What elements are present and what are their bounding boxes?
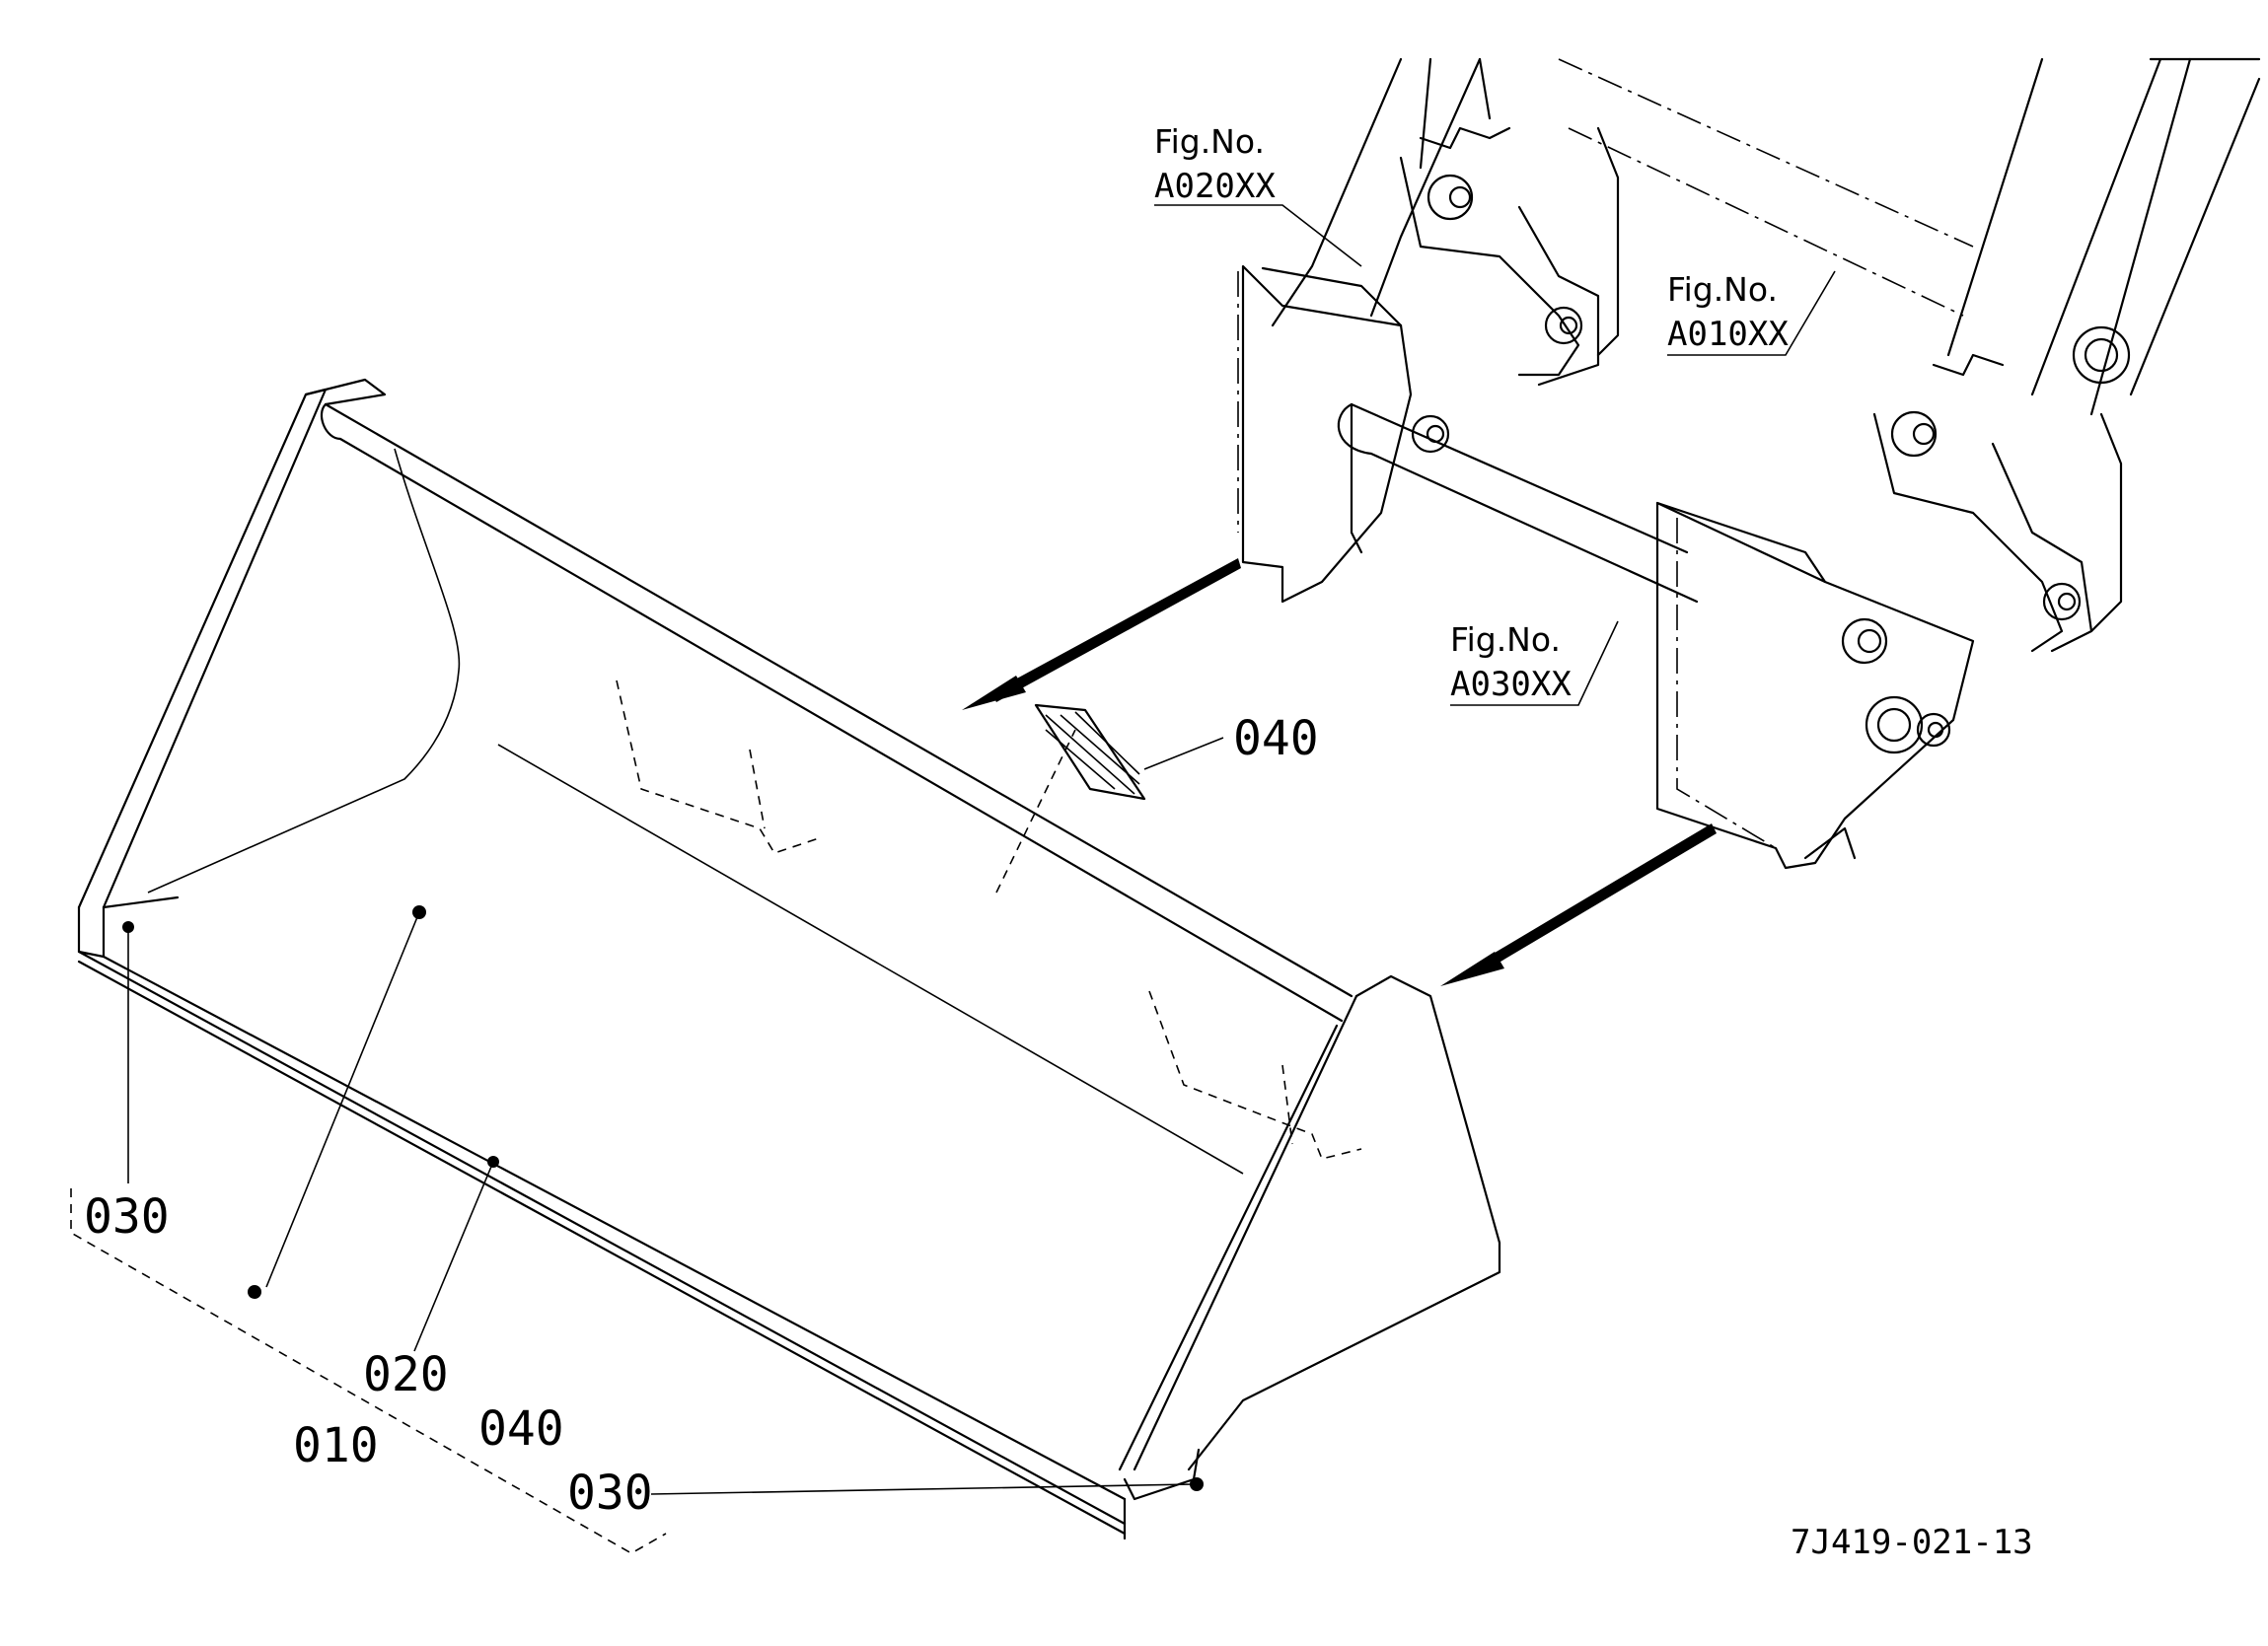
part-030-bottom-label: 030: [567, 1466, 653, 1521]
part-020-label: 020: [363, 1347, 449, 1402]
decal-040: [1034, 703, 1146, 801]
fig-ref-a030-prefix: Fig.No.: [1450, 620, 1561, 659]
fig-ref-a010-prefix: Fig.No.: [1667, 270, 1778, 309]
part-040-top-label: 040: [1233, 711, 1319, 766]
fig-ref-a020-prefix: Fig.No.: [1154, 122, 1265, 161]
leader-lines: [70, 204, 1836, 1554]
figure-references: Fig.No. A020XX Fig.No. A010XX Fig.No. A0…: [1154, 122, 1789, 704]
part-030-left-label: 030: [84, 1189, 170, 1245]
bucket: [77, 378, 1501, 1540]
part-040-bottom-label: 040: [478, 1401, 564, 1457]
loader-frame: [1237, 57, 2261, 870]
part-labels: 030 030 040 040 020 010: [84, 711, 1319, 1521]
fig-ref-a020-code: A020XX: [1154, 167, 1276, 206]
mount-arrows: [962, 558, 1717, 986]
fig-ref-a010-code: A010XX: [1667, 315, 1789, 354]
fig-ref-a030-code: A030XX: [1450, 665, 1572, 704]
part-010-label: 010: [293, 1418, 379, 1473]
drawing-code: 7J419-021-13: [1791, 1523, 2033, 1562]
